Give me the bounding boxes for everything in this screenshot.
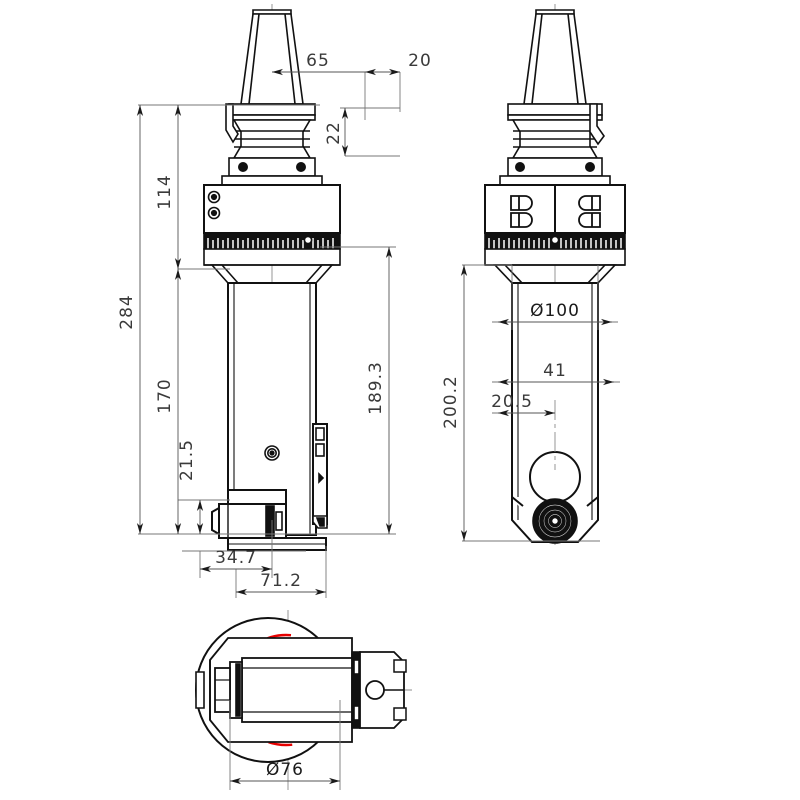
dim-dia-100-label: Ø100: [530, 301, 580, 321]
front-view: [203, 4, 341, 551]
dim-20-5-label: 20.5: [491, 392, 533, 412]
output-head-front: [211, 489, 327, 551]
flange-vgroove-front: [221, 103, 323, 186]
front-view-dimensions: 65 20 22 114 170 21.5 284: [117, 51, 432, 598]
dim-189-3-label: 189.3: [366, 361, 386, 415]
dim-189-3: 189.3: [366, 247, 393, 534]
dim-21-5: 21.5: [177, 439, 204, 534]
side-view-dimensions: Ø100 41 20.5 200.2: [441, 264, 620, 542]
bottom-arm: [359, 651, 407, 729]
dim-34-7: 34.7: [200, 548, 272, 573]
dim-41-label: 41: [543, 361, 567, 381]
dim-284-label: 284: [117, 294, 137, 329]
dim-dia-76-label: Ø76: [266, 760, 304, 780]
bottom-view-dimensions: Ø76: [229, 700, 341, 790]
dim-22-label: 22: [324, 121, 344, 145]
dim-170-label: 170: [155, 378, 175, 413]
dim-41: 41: [498, 361, 614, 386]
dim-71-2: 71.2: [236, 571, 326, 596]
front-extension-lines: [138, 72, 401, 598]
dim-284: 284: [117, 105, 144, 534]
dim-20-5: 20.5: [491, 392, 555, 417]
dim-21-5-label: 21.5: [177, 439, 197, 481]
side-rail-front: [312, 423, 328, 529]
dim-34-7-label: 34.7: [215, 548, 257, 568]
main-body-front: [203, 184, 341, 293]
dim-114-label: 114: [155, 174, 175, 209]
dim-65-label: 65: [306, 51, 330, 71]
dim-200-2-label: 200.2: [441, 375, 461, 429]
dim-65: 65: [272, 51, 365, 76]
dim-22: 22: [324, 108, 349, 156]
dim-170: 170: [155, 269, 182, 534]
bottom-view: [195, 610, 412, 790]
dim-71-2-label: 71.2: [260, 571, 302, 591]
dim-20: 20: [365, 51, 432, 76]
flange-vgroove-side: [499, 103, 611, 186]
bottom-barrel: [214, 651, 361, 729]
dim-dia-76: Ø76: [230, 760, 340, 785]
dim-dia-100: Ø100: [498, 301, 612, 326]
side-view: [484, 4, 626, 545]
dim-20-label: 20: [408, 51, 432, 71]
main-body-side: [484, 184, 626, 293]
taper-shank-front: [240, 9, 304, 105]
bottom-extension-lines: [229, 700, 341, 790]
dim-200-2: 200.2: [441, 265, 468, 541]
dim-114: 114: [155, 105, 182, 269]
output-head-side: [511, 451, 599, 544]
